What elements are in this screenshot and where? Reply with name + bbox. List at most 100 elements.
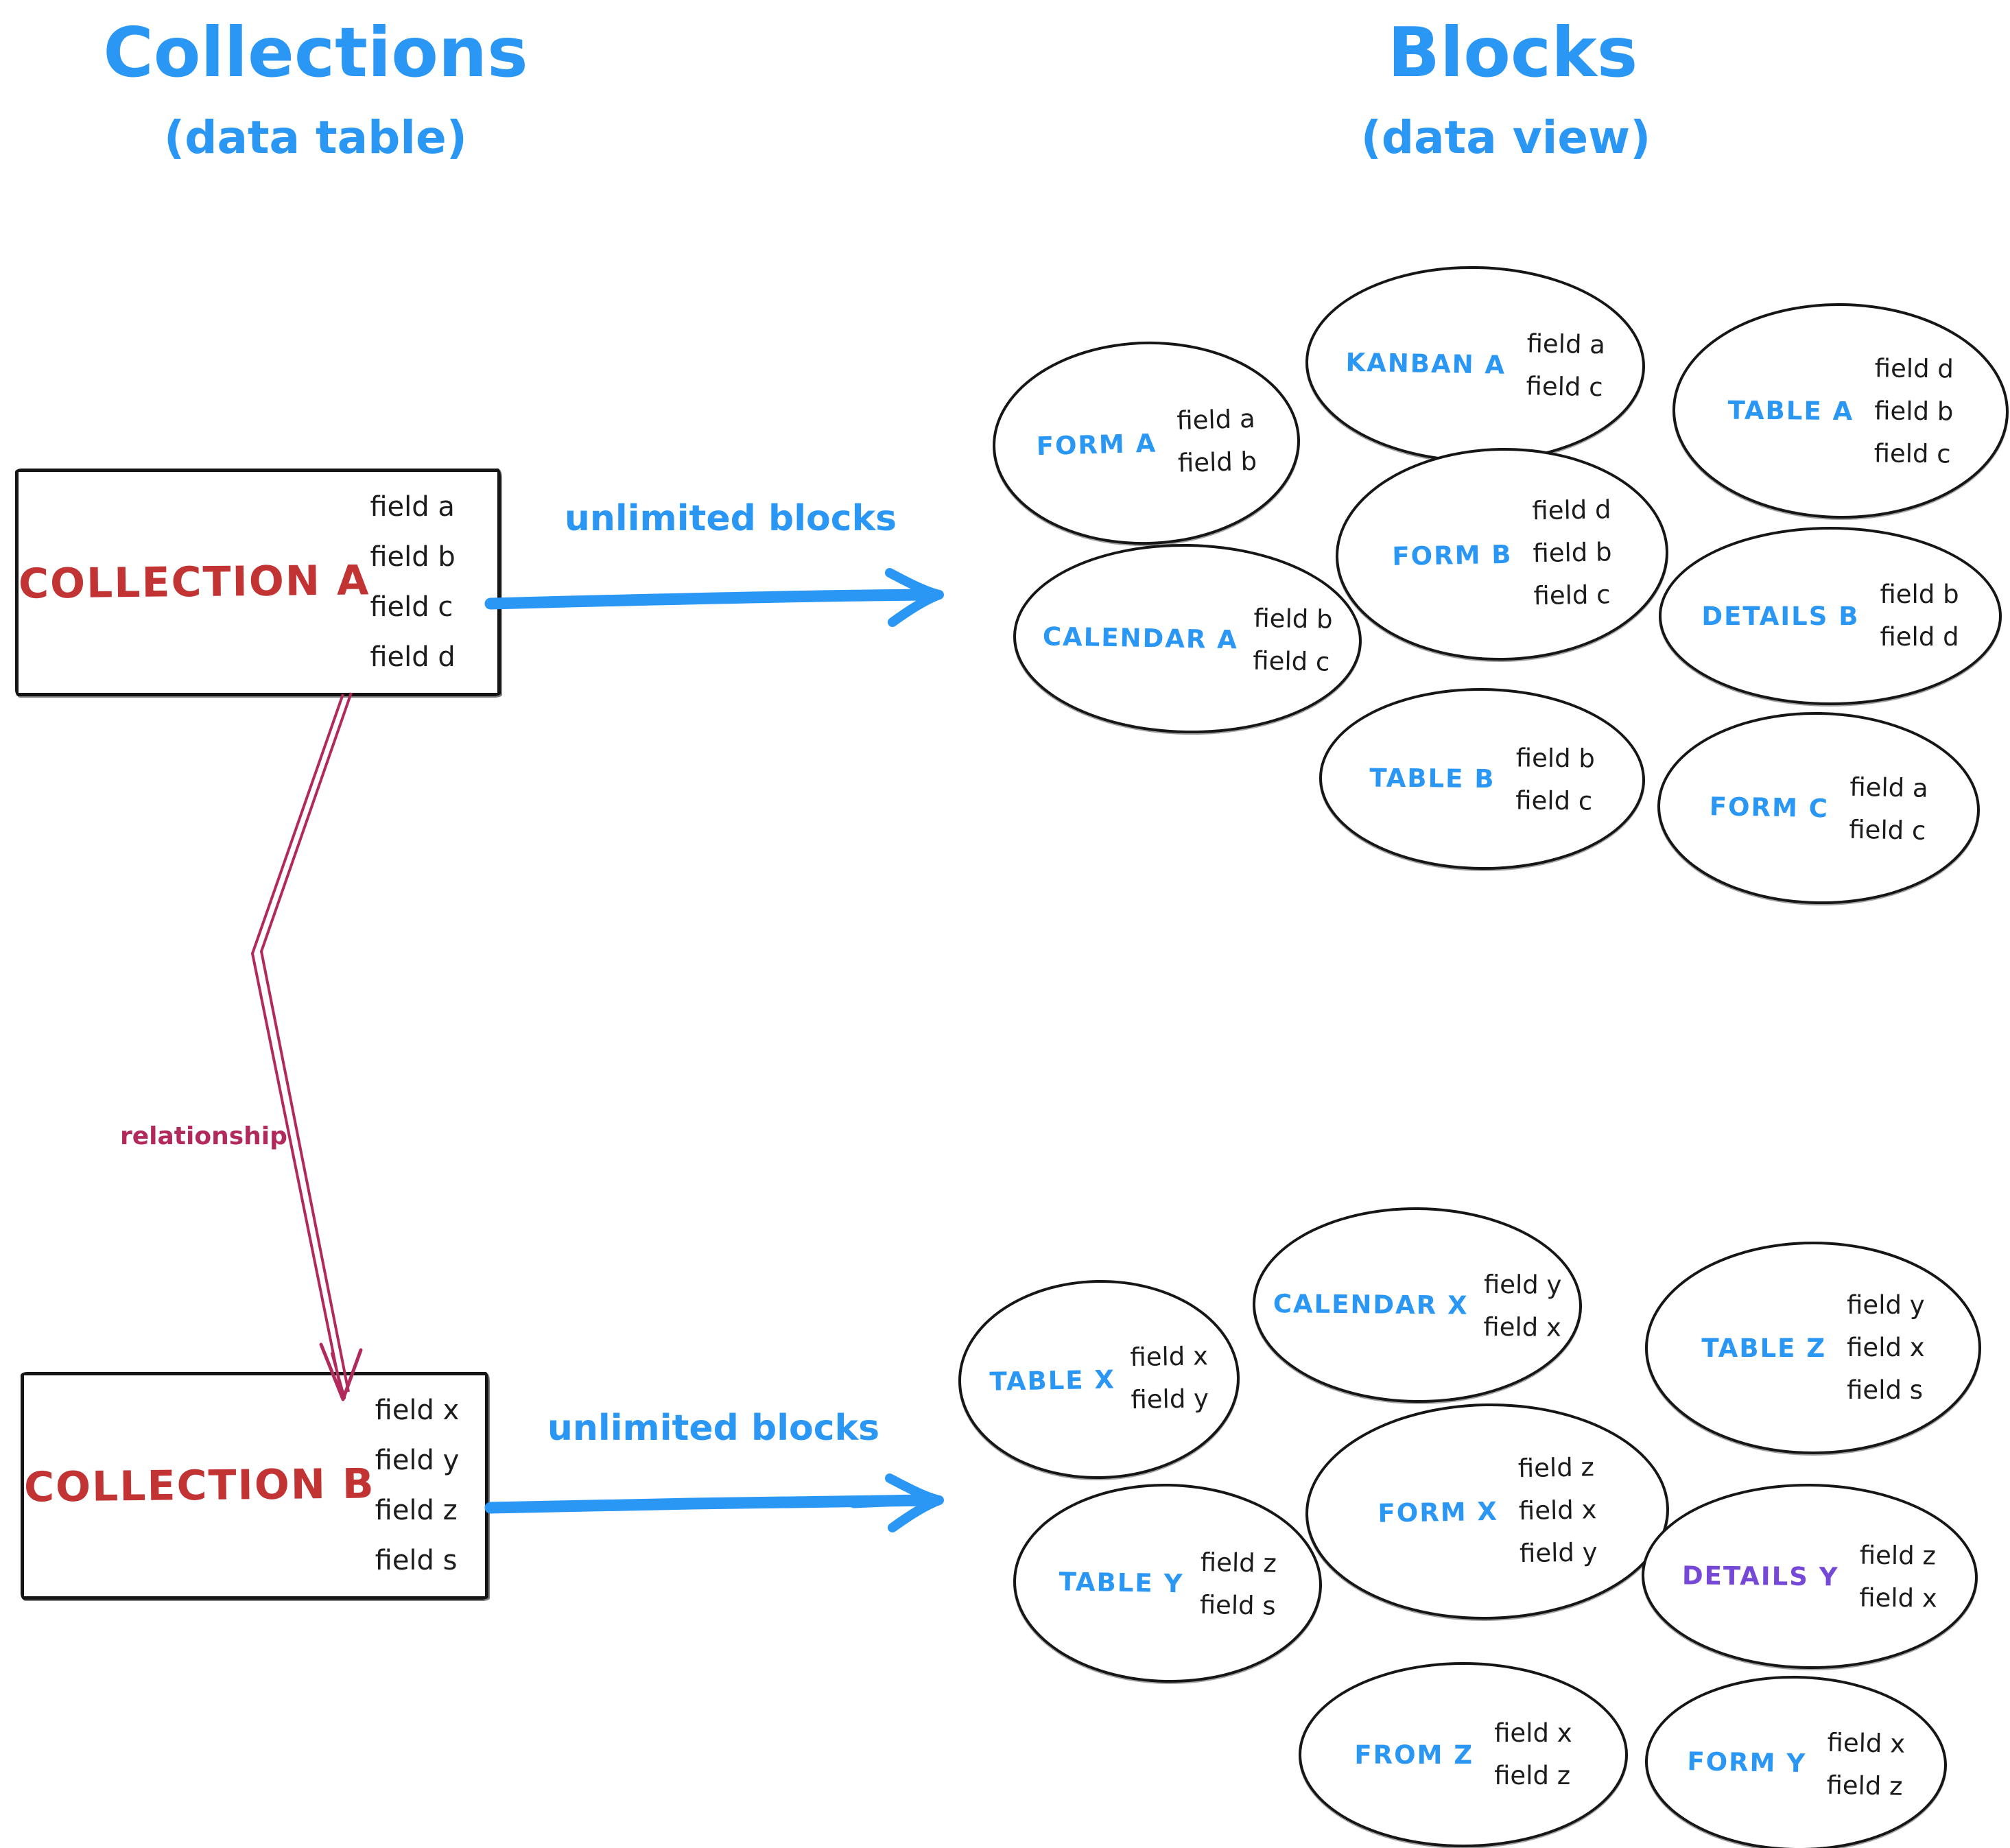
block-calendar-a-label: CALENDAR A [1042, 621, 1239, 654]
block-form-b: FORM B field d field b field c [1334, 445, 1670, 664]
block-form-a-label: FORM A [1036, 428, 1157, 461]
block-field: field z [1200, 1547, 1277, 1578]
block-form-a-fields: field a field b [1177, 398, 1257, 485]
block-kanban-a-fields: field a field c [1526, 322, 1605, 409]
block-table-b-fields: field b field c [1515, 737, 1595, 822]
block-field: field c [1848, 814, 1926, 846]
block-field: field y [1847, 1290, 1925, 1320]
block-from-z-label: FROM Z [1354, 1740, 1474, 1770]
block-form-c-fields: field a field c [1849, 766, 1928, 853]
block-field: field c [1533, 580, 1611, 611]
block-table-a-fields: field d field b field c [1873, 347, 1954, 475]
block-field: field b [1880, 580, 1959, 609]
unlimited-blocks-arrow-a-icon [484, 568, 944, 627]
block-details-y-fields: field z field x [1859, 1535, 1938, 1620]
block-field: field b [1874, 396, 1954, 427]
block-table-x-fields: field x field y [1130, 1335, 1209, 1421]
block-field: field c [1253, 645, 1330, 677]
block-calendar-a-fields: field b field c [1253, 597, 1333, 684]
block-details-b: DETAILS B field b field d [1659, 527, 2002, 705]
block-field: field x [1827, 1727, 1906, 1759]
block-details-y: DETAILS Y field z field x [1640, 1482, 1979, 1671]
collections-subtitle: (data table) [164, 111, 467, 164]
block-field: field y [1519, 1537, 1598, 1568]
collection-b-fields: field x field y field z field s [375, 1386, 485, 1586]
block-form-x-fields: field z field x field y [1517, 1446, 1598, 1575]
block-table-b: TABLE B field b field c [1318, 686, 1646, 872]
collections-title: Collections [103, 12, 528, 93]
block-form-b-fields: field d field b field c [1532, 488, 1613, 617]
block-field: field y [1483, 1269, 1562, 1300]
block-form-x-label: FORM X [1378, 1496, 1499, 1528]
block-table-b-label: TABLE B [1369, 763, 1495, 794]
collection-a-field: field b [370, 541, 456, 573]
block-field: field x [1518, 1494, 1597, 1526]
block-table-z-fields: field y field x field s [1847, 1284, 1925, 1412]
collection-a-field: field a [370, 491, 455, 523]
block-field: field x [1859, 1583, 1937, 1613]
block-table-a: TABLE A field d field b field c [1671, 301, 2010, 521]
block-form-y-fields: field x field z [1826, 1721, 1906, 1808]
block-details-y-label: DETAILS Y [1681, 1560, 1839, 1591]
unlimited-blocks-label-a: unlimited blocks [564, 498, 897, 539]
block-field: field b [1177, 446, 1257, 478]
collection-a-fields: field a field b field c field d [370, 482, 497, 683]
block-form-a: FORM A field a field b [990, 337, 1303, 549]
block-from-z: FROM Z field x field z [1299, 1662, 1628, 1847]
collection-b-field: field s [375, 1545, 458, 1576]
block-table-y-fields: field z field s [1199, 1541, 1277, 1628]
block-table-y: TABLE Y field z field s [1011, 1481, 1324, 1685]
block-field: field a [1526, 329, 1606, 360]
block-field: field c [1526, 371, 1603, 403]
block-field: field z [1517, 1452, 1595, 1483]
block-field: field s [1847, 1375, 1923, 1405]
block-calendar-x: CALENDAR X field y field x [1251, 1205, 1583, 1405]
block-table-x-label: TABLE X [989, 1364, 1116, 1397]
block-field: field z [1494, 1761, 1571, 1790]
unlimited-blocks-label-b: unlimited blocks [547, 1408, 880, 1449]
block-field: field z [1826, 1770, 1903, 1801]
collection-b-label: COLLECTION B [23, 1460, 375, 1512]
block-field: field a [1849, 772, 1929, 803]
block-form-b-label: FORM B [1392, 539, 1513, 571]
block-form-y-label: FORM Y [1687, 1746, 1807, 1779]
block-field: field z [1859, 1540, 1937, 1571]
blocks-title: Blocks [1387, 12, 1638, 93]
block-field: field c [1515, 785, 1593, 816]
collection-b-box: COLLECTION B field x field y field z fie… [21, 1372, 488, 1600]
unlimited-blocks-arrow-b-icon [484, 1473, 944, 1532]
block-field: field x [1494, 1718, 1572, 1748]
block-field: field d [1880, 622, 1959, 652]
block-form-x: FORM X field z field x field y [1303, 1400, 1671, 1623]
block-from-z-fields: field x field z [1494, 1712, 1572, 1797]
block-field: field b [1515, 742, 1596, 773]
collection-a-field: field c [370, 591, 453, 623]
block-calendar-x-label: CALENDAR X [1273, 1289, 1469, 1320]
collection-b-field: field z [375, 1495, 458, 1526]
collection-b-field: field y [375, 1445, 460, 1476]
block-table-x: TABLE X field x field y [956, 1277, 1242, 1482]
block-kanban-a: KANBAN A field a field c [1303, 263, 1647, 466]
collection-a-box: COLLECTION A field a field b field c fie… [15, 469, 501, 696]
block-field: field d [1874, 353, 1954, 384]
block-calendar-a: CALENDAR A field b field c [1011, 541, 1364, 737]
block-field: field y [1131, 1384, 1209, 1415]
block-form-c: FORM C field a field c [1655, 709, 1982, 908]
block-field: field s [1199, 1589, 1277, 1621]
block-field: field x [1847, 1333, 1925, 1362]
collection-a-field: field d [370, 641, 456, 673]
collection-b-field: field x [375, 1395, 460, 1426]
blocks-subtitle: (data view) [1360, 111, 1651, 164]
block-kanban-a-label: KANBAN A [1345, 347, 1506, 380]
block-calendar-x-fields: field y field x [1483, 1263, 1562, 1349]
block-form-y: FORM Y field x field z [1643, 1673, 1949, 1848]
block-field: field x [1130, 1341, 1209, 1373]
block-form-c-label: FORM C [1709, 791, 1830, 823]
block-details-b-fields: field b field d [1880, 573, 1959, 659]
block-field: field b [1533, 537, 1612, 569]
block-table-z-label: TABLE Z [1701, 1333, 1827, 1363]
block-details-b-label: DETAILS B [1701, 601, 1860, 631]
block-table-a-label: TABLE A [1727, 395, 1854, 426]
collection-a-label: COLLECTION A [18, 556, 370, 608]
